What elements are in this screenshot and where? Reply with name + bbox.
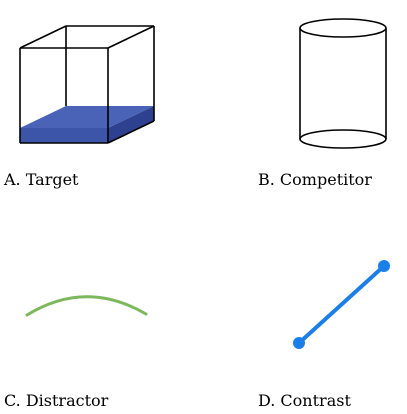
caption-c: C. Distractor xyxy=(4,391,109,410)
caption-a: A. Target xyxy=(4,170,79,189)
arc-curve xyxy=(25,295,148,317)
segment-endpoint-start xyxy=(293,337,305,349)
segment-line xyxy=(297,264,386,345)
cube-edges xyxy=(19,25,155,144)
panel-c: C. Distractor xyxy=(0,207,200,414)
water-front-face xyxy=(20,128,108,143)
segment-endpoint-end xyxy=(378,260,390,272)
arc-figure xyxy=(25,295,148,317)
caption-d: D. Contrast xyxy=(258,391,351,410)
panel-d: D. Contrast xyxy=(200,207,407,414)
segment-figure xyxy=(293,260,390,349)
cylinder-top xyxy=(299,18,387,38)
water-side-face xyxy=(108,106,154,143)
cylinder-figure xyxy=(299,18,387,149)
caption-b: B. Competitor xyxy=(258,170,372,189)
cylinder-bottom xyxy=(299,129,387,149)
water-top-face xyxy=(20,106,154,128)
panel-b: B. Competitor xyxy=(200,0,407,200)
cube-figure xyxy=(19,25,155,144)
panel-a: A. Target xyxy=(0,0,200,200)
